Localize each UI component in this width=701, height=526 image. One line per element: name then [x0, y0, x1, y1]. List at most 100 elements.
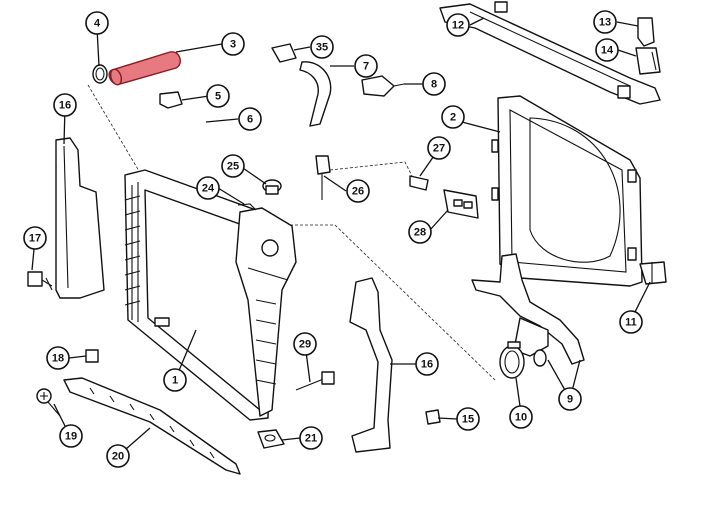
callout-circle [59, 424, 83, 448]
callout-circle [354, 54, 378, 78]
callout-27-sensor-plug: 27 [427, 136, 451, 160]
callout-6-overflow-tube: 6 [238, 107, 262, 131]
callout-number: 19 [65, 431, 77, 443]
callout-24-reservoir-cap-hose: 24 [196, 176, 220, 200]
nut [85, 349, 99, 363]
callout-circle [593, 10, 617, 34]
callout-circle [408, 220, 432, 244]
callout-10-lower-hose-clamp: 10 [509, 405, 533, 429]
callout-number: 28 [414, 227, 426, 239]
reservoir-cap-hose [237, 203, 257, 211]
callout-circle [53, 93, 77, 117]
bolt [27, 271, 53, 291]
callout-19-screw: 19 [59, 424, 83, 448]
callout-16-right-air-seal: 16 [415, 352, 439, 376]
callout-circle [23, 226, 47, 250]
callout-2-fan-shroud: 2 [441, 105, 465, 129]
callout-1-radiator: 1 [163, 368, 187, 392]
overflow-tube [185, 117, 303, 167]
callout-circle [46, 346, 70, 370]
callout-3-upper-hose-highlighted: 3 [221, 32, 245, 56]
callout-circle [415, 352, 439, 376]
callout-circle [106, 444, 130, 468]
callout-26-temperature-sensor: 26 [346, 179, 370, 203]
callout-18-nut: 18 [46, 346, 70, 370]
callout-35-cap-clamp: 35 [310, 35, 334, 59]
callout-number: 8 [431, 79, 437, 91]
callout-number: 12 [452, 20, 464, 32]
callout-number: 26 [352, 186, 364, 198]
callout-number: 7 [363, 61, 369, 73]
callout-circle [446, 13, 470, 37]
bracket-clip [637, 17, 655, 47]
callout-number: 14 [601, 45, 614, 57]
radiator [124, 169, 271, 421]
callout-number: 10 [515, 412, 527, 424]
callout-circle [221, 32, 245, 56]
callout-number: 21 [305, 433, 317, 445]
callout-circle [221, 154, 245, 178]
electrical-connector [443, 189, 479, 219]
lower-air-deflector [63, 377, 241, 475]
callout-number: 2 [450, 112, 456, 124]
drain-bolt [295, 371, 335, 391]
callout-circle [196, 176, 220, 200]
left-air-seal [55, 137, 105, 299]
callout-circle [85, 11, 109, 35]
callout-number: 5 [215, 91, 221, 103]
callout-circle [509, 405, 533, 429]
callout-28-electrical-connector: 28 [408, 220, 432, 244]
callout-circle [310, 35, 334, 59]
callout-circle [619, 310, 643, 334]
callout-number: 20 [112, 451, 124, 463]
callout-21-lower-insulator: 21 [299, 426, 323, 450]
callout-number: 27 [433, 143, 445, 155]
callout-number: 18 [52, 353, 64, 365]
callout-7-bypass-hose: 7 [354, 54, 378, 78]
callout-4-hose-clamp: 4 [85, 11, 109, 35]
callout-circle [238, 107, 262, 131]
nut-clip [425, 409, 441, 425]
callout-circle [595, 38, 619, 62]
sensor-plug [409, 175, 429, 191]
pressure-cap [262, 179, 282, 195]
callout-circle [293, 332, 317, 356]
callout-number: 3 [230, 39, 236, 51]
callout-16-left-air-seal: 16 [53, 93, 77, 117]
callout-circle [346, 179, 370, 203]
callout-number: 16 [59, 100, 71, 112]
callout-number: 15 [462, 414, 474, 426]
upper-hose-highlighted [108, 51, 181, 86]
callout-13-bracket-clip: 13 [593, 10, 617, 34]
callout-8-connector: 8 [422, 72, 446, 96]
callout-number: 1 [172, 375, 178, 387]
bypass-hose [299, 61, 332, 127]
callout-15-nut-clip: 15 [456, 407, 480, 431]
callout-circle [299, 426, 323, 450]
screw [36, 388, 61, 417]
callout-25-pressure-cap: 25 [221, 154, 245, 178]
callout-number: 13 [599, 17, 611, 29]
lower-insulator [257, 429, 285, 449]
callout-number: 35 [316, 42, 328, 54]
insulator [635, 47, 661, 75]
callout-number: 4 [94, 18, 101, 30]
callout-number: 25 [227, 161, 239, 173]
callout-20-lower-air-deflector: 20 [106, 444, 130, 468]
lower-hose-clamp [499, 341, 525, 379]
callout-circle [558, 387, 582, 411]
callout-9-lower-hose: 9 [558, 387, 582, 411]
right-air-seal [349, 277, 393, 453]
callout-number: 6 [247, 114, 253, 126]
callout-number: 9 [567, 394, 573, 406]
coolant-reservoir [235, 207, 297, 417]
callout-number: 17 [29, 233, 41, 245]
callout-circle [163, 368, 187, 392]
callout-circle [427, 136, 451, 160]
callout-29-drain-bolt: 29 [293, 332, 317, 356]
shroud-clip [639, 261, 667, 285]
callout-5-clip: 5 [206, 84, 230, 108]
callout-number: 16 [421, 359, 433, 371]
